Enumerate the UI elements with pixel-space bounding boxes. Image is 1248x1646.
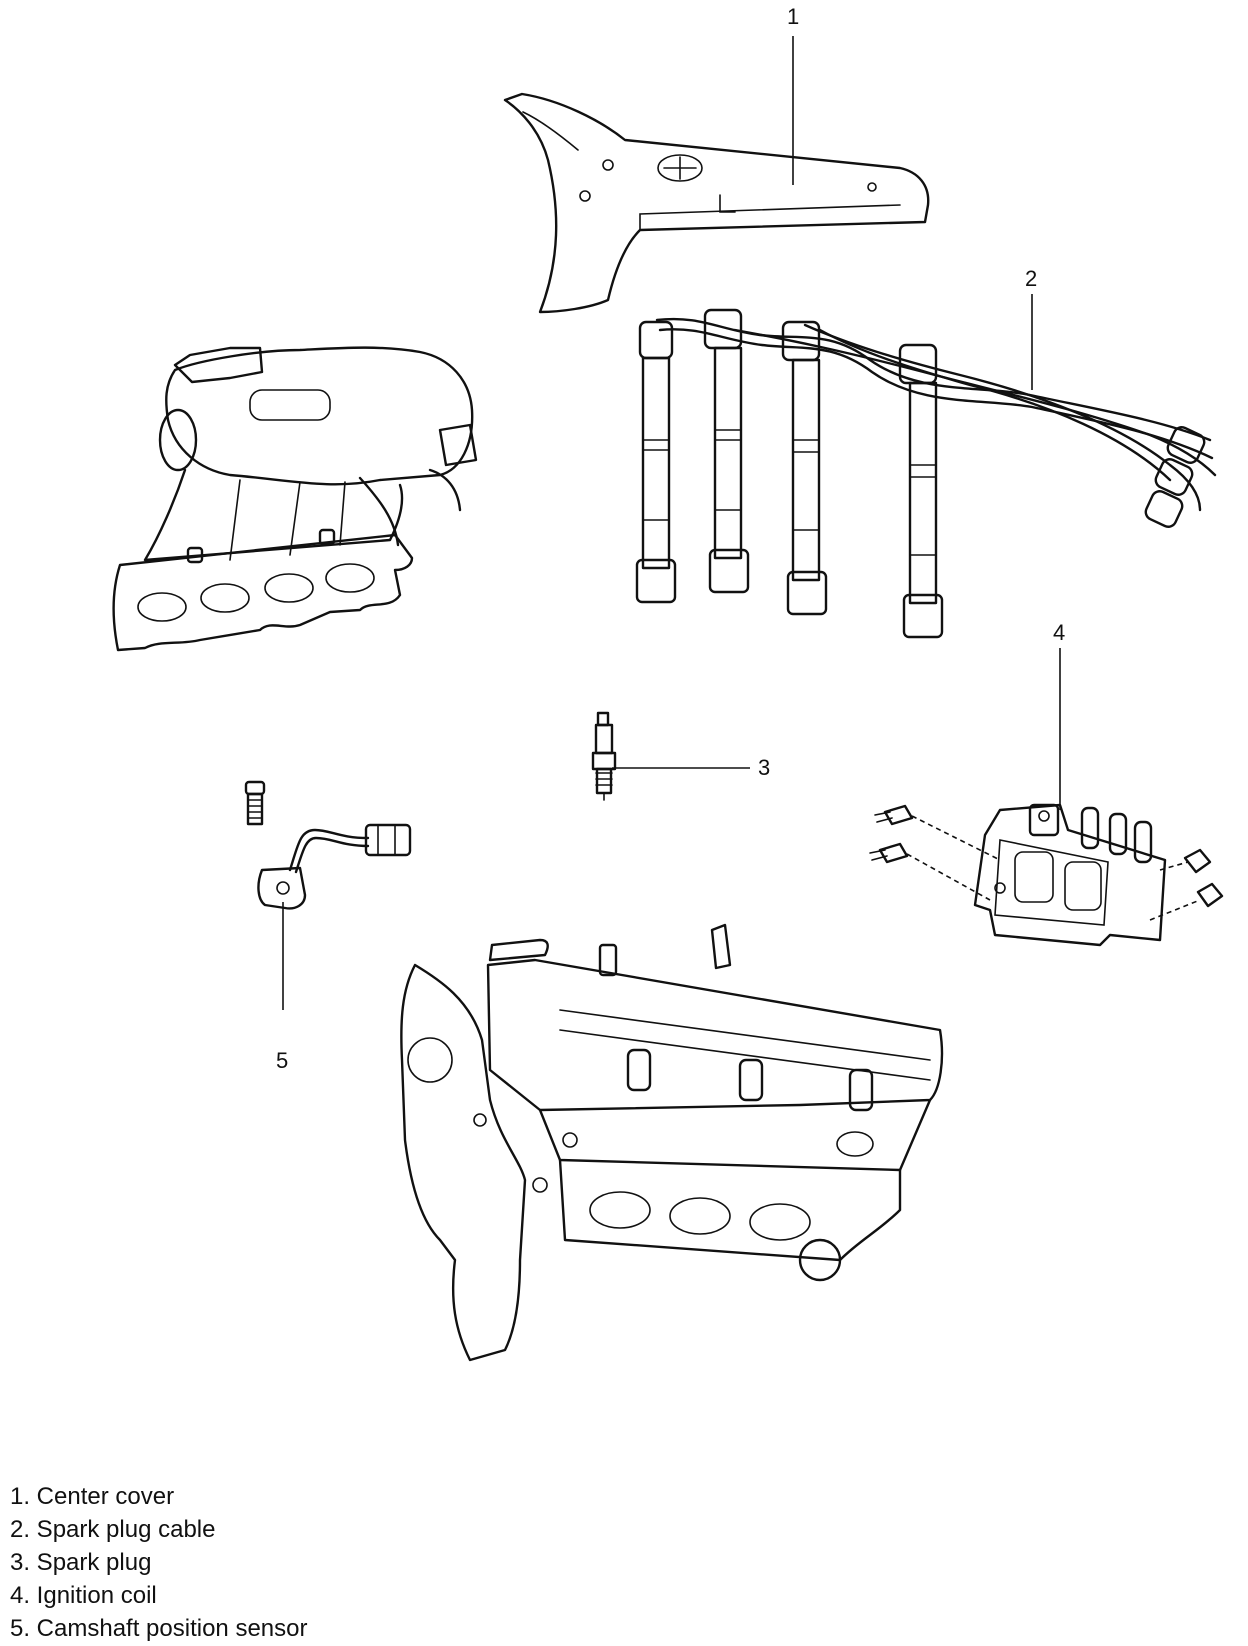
center-cover-drawing: [503, 92, 930, 314]
ignition-coil-drawing: [869, 803, 1224, 947]
callout-5: 5: [276, 1048, 289, 1073]
cylinder-head-drawing: [400, 923, 944, 1362]
intake-manifold-drawing: [112, 346, 478, 652]
legend-item-spark-plug: 3. Spark plug: [10, 1549, 152, 1576]
camshaft-position-sensor-drawing: [244, 780, 412, 910]
spark-plug-cable-drawing: [635, 308, 1217, 639]
callout-1: 1: [787, 4, 800, 29]
callout-4: 4: [1053, 620, 1066, 645]
legend-item-ignition-coil: 4. Ignition coil: [10, 1582, 157, 1609]
spark-plug-drawing: [591, 711, 617, 801]
legend-item-camshaft-position-sensor: 5. Camshaft position sensor: [10, 1615, 308, 1642]
legend-item-spark-plug-cable: 2. Spark plug cable: [10, 1516, 216, 1543]
parts-legend: 1. Center cover 2. Spark plug cable 3. S…: [10, 1480, 307, 1645]
legend-item-center-cover: 1. Center cover: [10, 1483, 175, 1510]
callout-3: 3: [758, 755, 771, 780]
callout-2: 2: [1025, 266, 1038, 291]
